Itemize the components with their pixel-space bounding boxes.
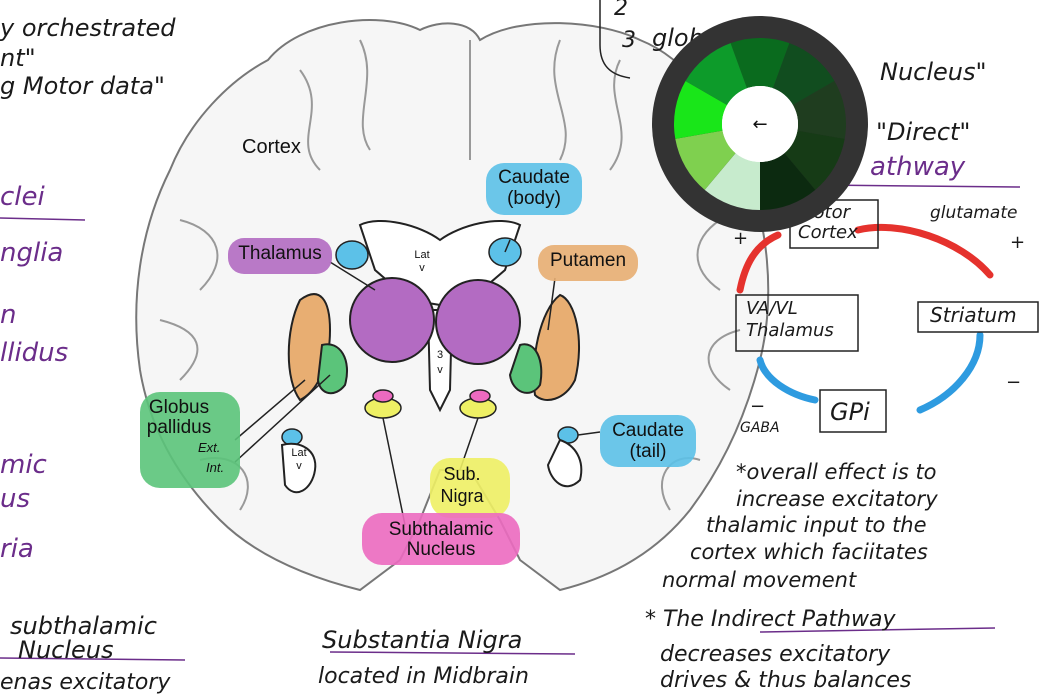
note-bottom-4: Substantia Nigra [322,626,523,654]
sub-nigra-highlight [430,458,510,518]
caudate-body-highlight [486,163,582,215]
red-arrow-top [854,223,994,279]
caudate-body-label-2: (body) [507,188,561,209]
minus-right: − [1006,372,1022,393]
note-left-4: clei [0,182,45,212]
list-number-3: 3 [622,28,636,53]
subthalamic-label-2: Nucleus [406,539,476,560]
back-button[interactable]: ← [722,86,798,162]
note-left-5: nglia [0,238,64,268]
note-bottom-5: located in Midbrain [318,664,529,689]
caudate-body-label-1: Caudate [498,167,570,188]
globus-highlight [140,392,240,488]
glutamate-text: glutamate [930,203,1018,223]
underlines [0,184,1021,661]
sub-nigra-label-1: Sub. [443,464,481,484]
globus-label-2: pallidus [146,417,212,438]
thalamus-highlight [228,238,332,274]
gyri-lines [159,39,741,511]
lat-v-low-label-1: Lat [291,447,307,459]
subthalamic-highlight [362,513,520,565]
note-bottom-7: decreases excitatory [660,642,891,667]
vavl-text: VA/VL Thalamus [746,298,834,341]
note-right-4: athway [870,152,966,182]
lateral-ventricle-low-right [546,438,583,488]
gpi-text: GPi [830,398,870,426]
thalamus-left-shape [349,277,435,363]
third-v-label-2: v [437,364,443,376]
subthalamic-label-1: Subthalamic [388,519,494,540]
blue-arrow-left [756,356,819,404]
color-swatch-1[interactable] [730,38,790,124]
note-left-6: n [0,300,17,330]
thalamus-label: Thalamus [238,243,322,264]
thalamus-right-shape [435,279,521,365]
note-bottom-6: * The Indirect Pathway [645,607,896,632]
third-v-label-1: 3 [436,349,444,361]
list-bracket [599,0,631,79]
vavl-box [735,294,859,352]
putamen-right-shape [532,293,581,401]
striatum-text: Striatum [930,303,1017,327]
globus-right-shape [508,343,543,394]
note-left-1: y orchestrated [0,14,176,42]
effect-line-3: thalamic input to the [706,513,927,537]
note-left-2: nt" [0,44,36,72]
note-left-3: g Motor data" [0,72,165,100]
note-bottom-2: Nucleus [18,636,114,664]
effect-line-1: *overall effect is to [736,460,937,484]
lateral-ventricle-low-left [280,442,317,494]
effect-line-4: cortex which faciitates [690,540,928,564]
plus-right: + [1010,232,1026,253]
gpi-box [819,389,887,433]
blue-arrow-right [916,331,984,414]
color-wheel-picker[interactable]: ← [652,16,868,232]
note-bottom-1: subthalamic [10,612,157,640]
note-left-10: ria [0,534,34,564]
lat-v-top-label-2: v [419,262,425,274]
globus-left-shape [316,343,348,395]
subthalamic-left-shape [372,389,394,403]
cortex-label: Cortex [242,136,301,158]
gaba-text: GABA [740,420,780,436]
effect-line-5: normal movement [662,568,857,592]
globus-label-1: Globus [148,397,210,418]
note-bottom-8: drives & thus balances [660,668,912,693]
effect-line-2: increase excitatory [736,487,938,511]
putamen-highlight [538,245,638,281]
note-right-2: Nucleus" [880,58,987,86]
caudate-tail-label-1: Caudate [612,420,684,441]
caudate-tail-highlight [600,415,696,467]
caudate-left-shape [335,240,369,270]
red-arrow-left [736,231,782,294]
lat-v-top-label-1: Lat [414,249,430,261]
caudate-tail-label-2: (tail) [629,441,667,462]
note-bottom-3: enas excitatory [0,670,171,695]
note-left-9: us [0,484,31,514]
minus-left: − [750,396,766,417]
ext-label: Ext. [198,440,221,455]
subthalamic-right-shape [469,389,491,403]
int-label: Int. [206,460,225,475]
lat-v-low-label-2: v [296,460,302,472]
pointer-lines [234,239,601,526]
plus-left: + [733,228,749,249]
note-left-7: llidus [0,338,69,368]
putamen-label: Putamen [549,250,627,271]
sub-nigra-label-2: Nigra [440,486,484,506]
note-right-3: "Direct" [876,118,971,146]
striatum-box [917,301,1039,333]
list-number-2: 2 [614,0,628,21]
note-left-8: mic [0,450,47,480]
